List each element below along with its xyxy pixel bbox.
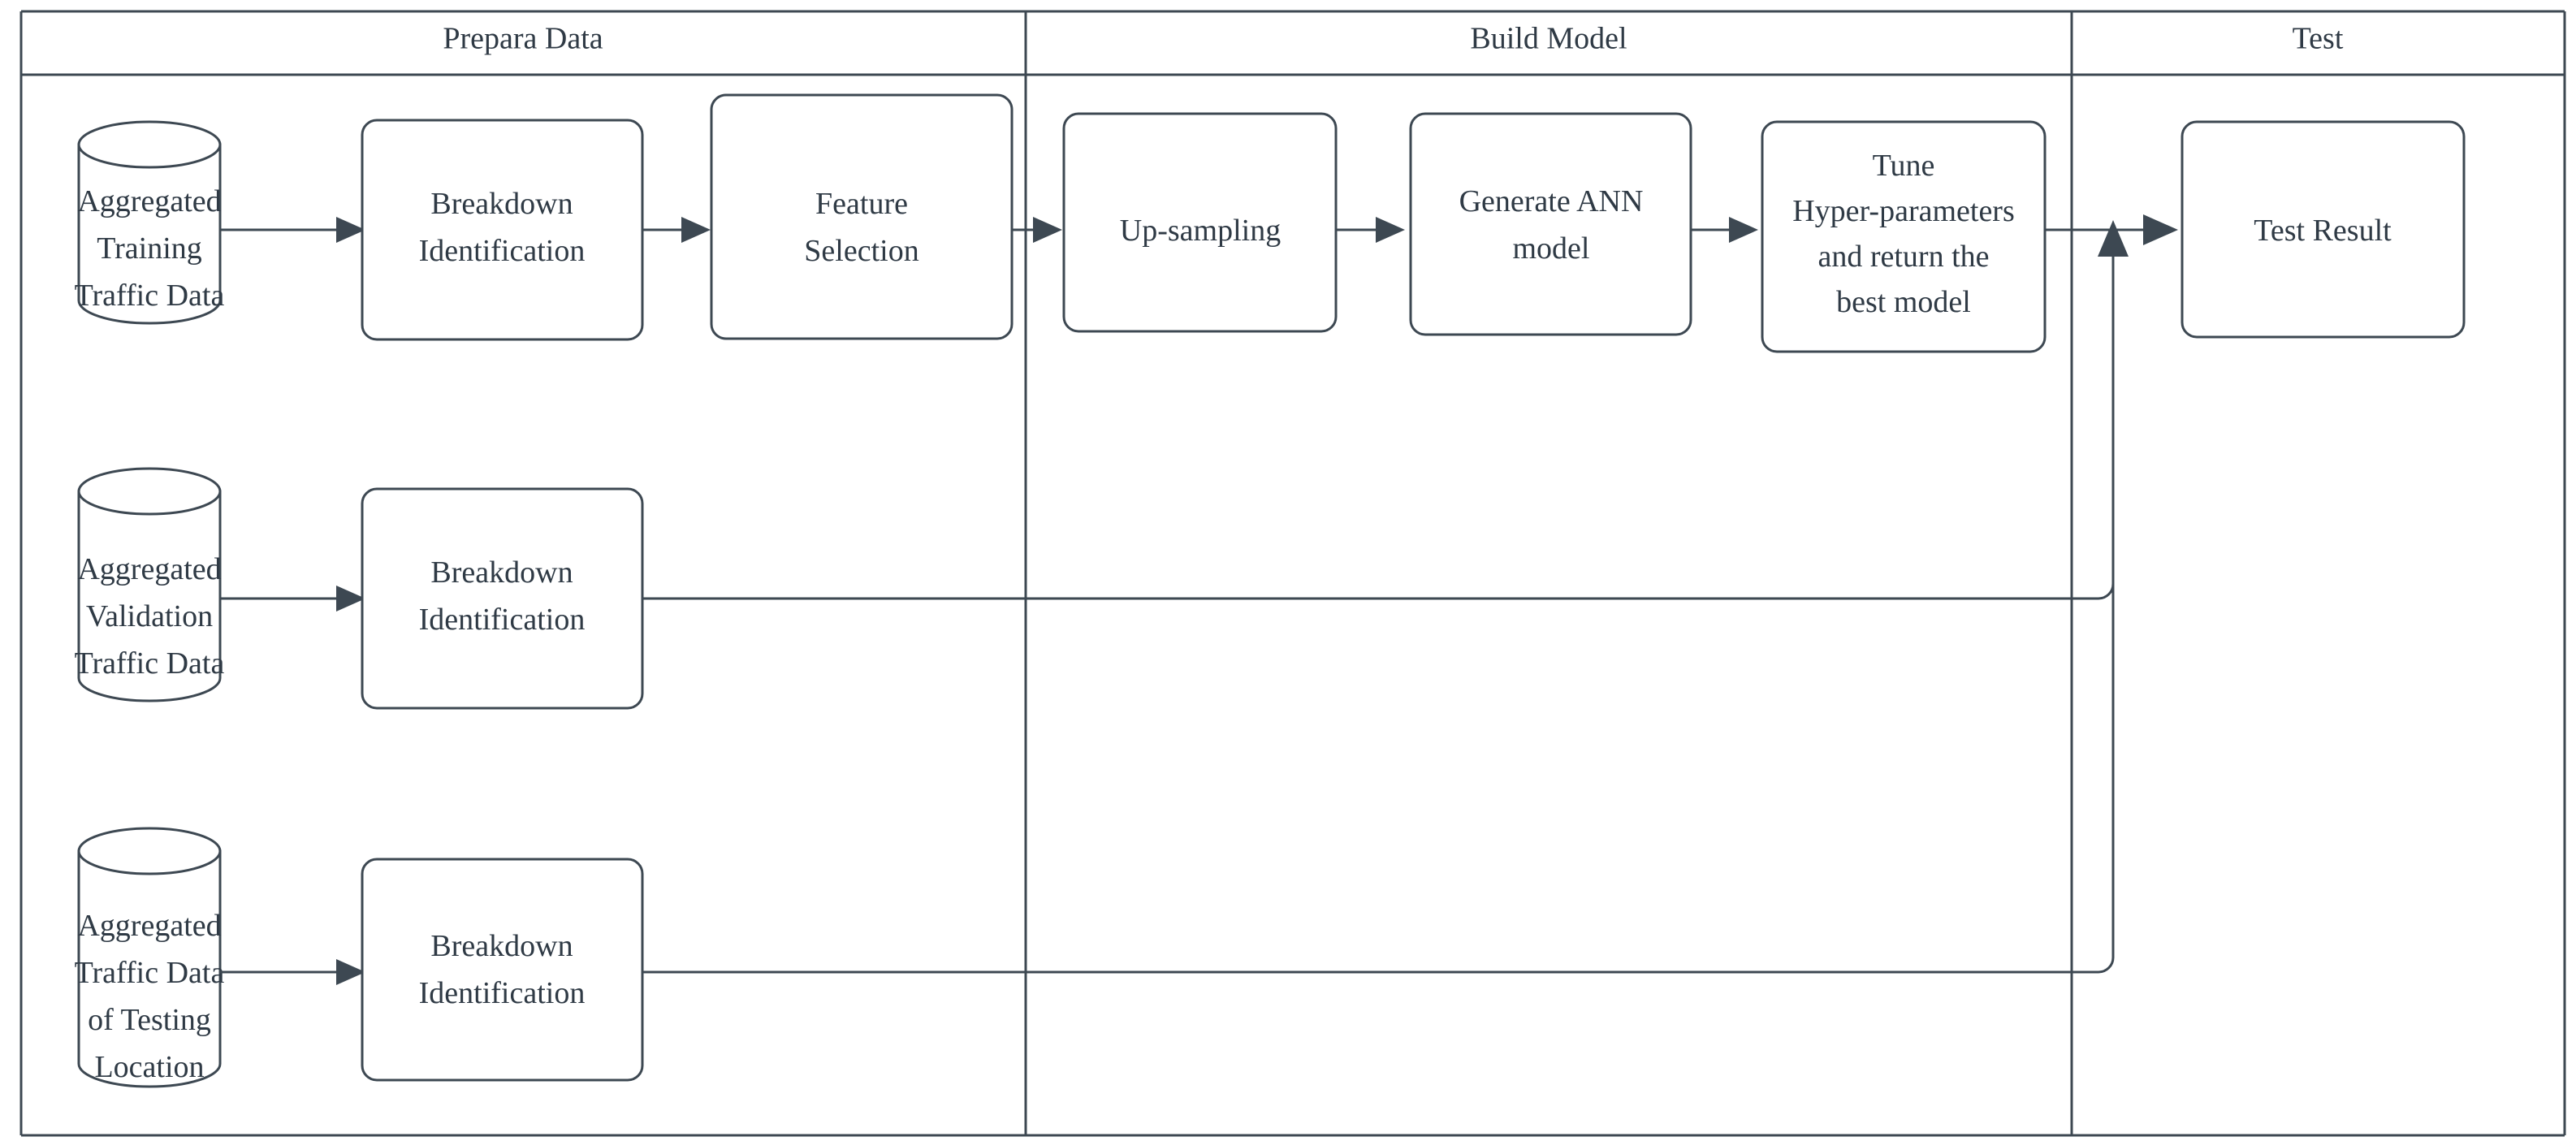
process-box xyxy=(710,93,1014,340)
cylinder-top xyxy=(77,120,222,169)
node-training-data[interactable]: Aggregated Training Traffic Data xyxy=(75,120,225,325)
node-tune-hyperparameters[interactable]: Tune Hyper-parameters and return the bes… xyxy=(1761,120,2047,353)
node-label-line-2: Traffic Data xyxy=(75,279,225,313)
node-breakdown-identification-3[interactable]: Breakdown Identification xyxy=(361,858,644,1082)
arrow-head-icon xyxy=(336,959,365,985)
edge-feature-selection-to-up-sampling xyxy=(1012,217,1062,243)
node-label-line-0: Generate ANN xyxy=(1459,184,1644,218)
node-label-line-0: Test Result xyxy=(2254,214,2392,248)
process-box xyxy=(361,119,644,341)
arrow-head-icon xyxy=(1376,217,1405,243)
process-box xyxy=(361,858,644,1082)
process-box xyxy=(2181,120,2466,339)
edge-testing-breakdown-to-test-result xyxy=(642,220,2129,974)
node-label-line-1: model xyxy=(1513,231,1590,266)
edge-training-to-breakdown xyxy=(220,217,365,243)
node-label-line-0: Aggregated xyxy=(77,909,221,943)
arrow-head-icon xyxy=(2143,214,2178,245)
node-label-line-0: Feature xyxy=(815,187,908,221)
node-breakdown-identification-2[interactable]: Breakdown Identification xyxy=(361,487,644,710)
cylinder-body xyxy=(77,490,222,702)
process-box xyxy=(1409,112,1692,336)
node-label-line-1: Identification xyxy=(419,976,586,1010)
arrow-head-icon xyxy=(336,586,365,612)
process-box xyxy=(1062,112,1338,333)
edge-up-sampling-to-generate-ann xyxy=(1336,217,1405,243)
cylinder-top xyxy=(77,467,222,516)
cylinder-top xyxy=(77,827,222,875)
node-label-line-1: Validation xyxy=(86,599,213,633)
node-label-line-1: Identification xyxy=(419,603,586,637)
node-label-line-3: best model xyxy=(1836,285,1971,319)
node-label-line-1: Traffic Data xyxy=(75,956,225,990)
node-label-line-1: Identification xyxy=(419,234,586,268)
node-breakdown-identification-1[interactable]: Breakdown Identification xyxy=(361,119,644,341)
node-label-line-1: Training xyxy=(97,231,202,266)
node-label-line-2: and return the xyxy=(1817,240,1989,274)
node-label-line-0: Breakdown xyxy=(430,187,573,221)
arrow-head-icon xyxy=(1729,217,1758,243)
node-up-sampling[interactable]: Up-sampling xyxy=(1062,112,1338,333)
edge-validation-to-breakdown xyxy=(220,586,365,612)
node-label-line-0: Breakdown xyxy=(430,555,573,590)
node-label-line-1: Hyper-parameters xyxy=(1792,194,2015,228)
edge-line xyxy=(642,257,2115,974)
edge-generate-ann-to-tune xyxy=(1691,217,1758,243)
cylinder-body xyxy=(77,849,222,1088)
node-label-line-0: Aggregated xyxy=(77,184,221,218)
arrow-head-icon xyxy=(681,217,711,243)
node-label-line-3: Location xyxy=(94,1050,204,1084)
arrow-head-icon xyxy=(1033,217,1062,243)
node-label-line-0: Up-sampling xyxy=(1120,214,1281,248)
cylinder-body xyxy=(77,143,222,325)
node-label-line-2: Traffic Data xyxy=(75,646,225,681)
node-test-result[interactable]: Test Result xyxy=(2181,120,2466,339)
node-label-line-0: Breakdown xyxy=(430,929,573,963)
process-box xyxy=(361,487,644,710)
arrow-head-icon xyxy=(336,217,365,243)
node-feature-selection[interactable]: Feature Selection xyxy=(710,93,1014,340)
process-box xyxy=(1761,120,2047,353)
arrow-head-icon xyxy=(2098,220,2129,257)
lane-title-build-model: Build Model xyxy=(1470,22,1627,56)
lane-title-test: Test xyxy=(2293,22,2344,56)
edge-breakdown-to-feature-selection xyxy=(642,217,711,243)
edge-testing-location-to-breakdown xyxy=(220,959,365,985)
edge-tune-to-test-result xyxy=(2045,214,2178,245)
node-validation-data[interactable]: Aggregated Validation Traffic Data xyxy=(75,467,225,702)
node-label-line-0: Tune xyxy=(1873,149,1935,183)
diagram-frame xyxy=(19,10,2566,1137)
node-testing-location-data[interactable]: Aggregated Traffic Data of Testing Locat… xyxy=(75,827,225,1088)
node-generate-ann-model[interactable]: Generate ANN model xyxy=(1409,112,1692,336)
node-label-line-2: of Testing xyxy=(88,1003,211,1037)
node-label-line-1: Selection xyxy=(804,234,918,268)
node-label-line-0: Aggregated xyxy=(77,552,221,586)
lane-title-prepare-data: Prepara Data xyxy=(443,22,603,56)
